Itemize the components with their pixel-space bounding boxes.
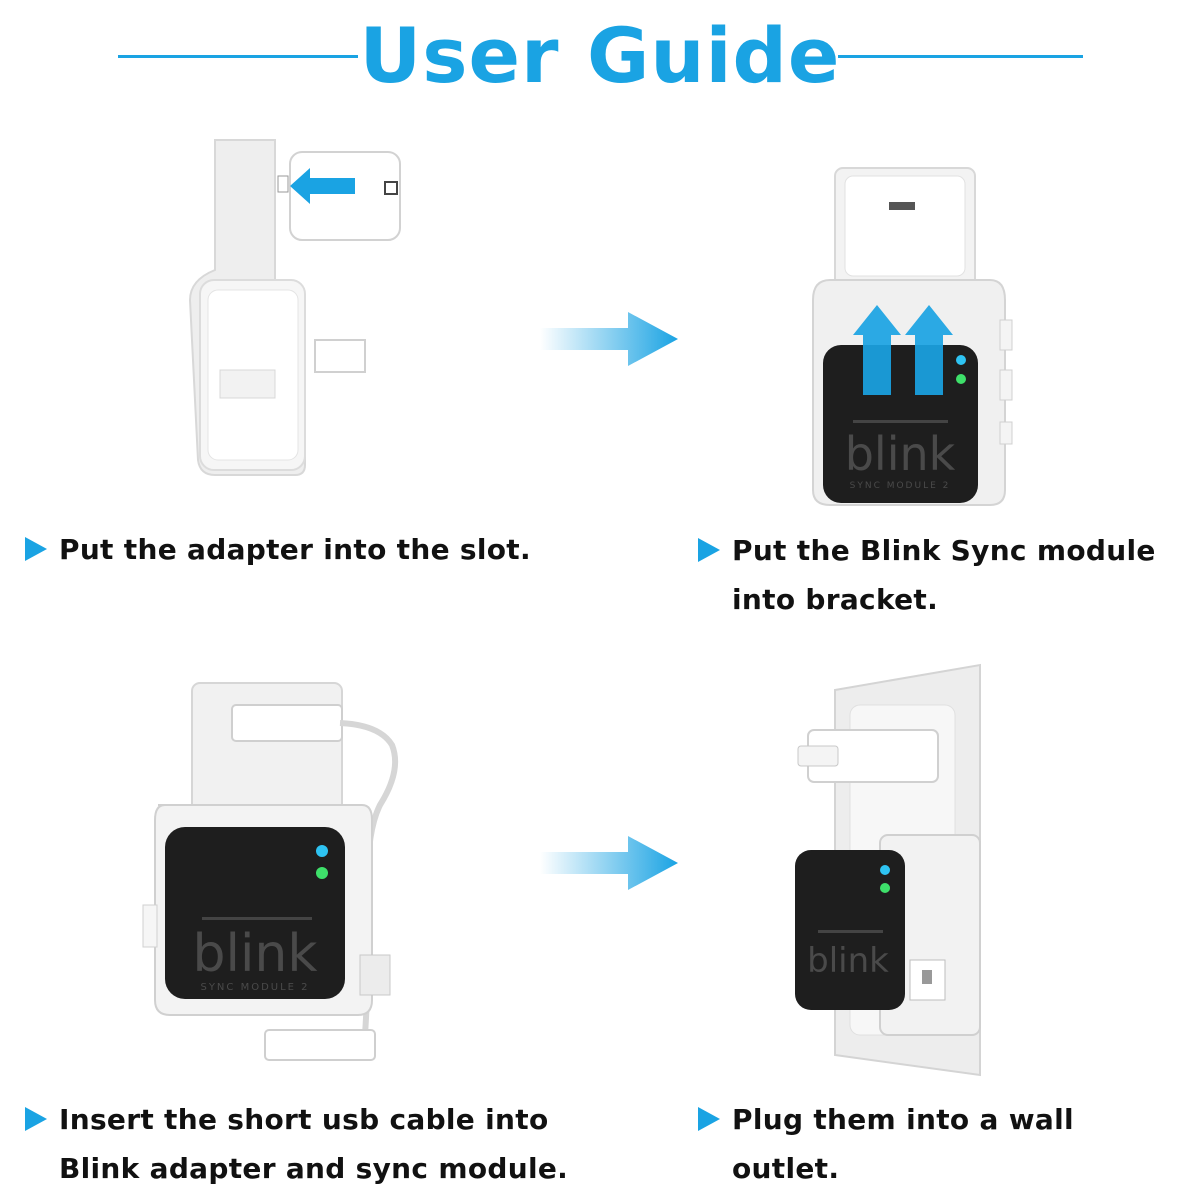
blink-logo: blink [807,941,889,981]
led-green [880,883,890,893]
bullet-triangle-icon [25,1107,47,1131]
bullet-triangle-icon [698,1107,720,1131]
page-title: User Guide [0,14,1200,98]
step4-caption: Plug them into a wall outlet. [698,1095,1188,1193]
led-green [316,867,328,879]
led-blue [956,355,966,365]
blink-logo-sub: SYNC MODULE 2 [200,982,309,993]
step2-illustration: blink SYNC MODULE 2 [805,160,1020,510]
step1-illustration [180,130,380,480]
led-green [956,374,966,384]
step1-caption: Put the adapter into the slot. [25,525,545,574]
blue-arrow-icon [540,836,680,891]
blink-logo: blink [845,427,956,481]
step2-caption: Put the Blink Sync module into bracket. [698,526,1168,624]
blink-logo-sub: SYNC MODULE 2 [850,481,951,491]
blink-logo: blink [193,924,318,984]
step3-illustration: blink SYNC MODULE 2 [140,675,410,1075]
led-blue [316,845,328,857]
bullet-triangle-icon [25,537,47,561]
led-blue [880,865,890,875]
blue-arrow-icon [540,312,680,367]
step4-illustration: blink [780,660,1000,1080]
bullet-triangle-icon [698,538,720,562]
step3-caption: Insert the short usb cable into Blink ad… [25,1095,585,1193]
